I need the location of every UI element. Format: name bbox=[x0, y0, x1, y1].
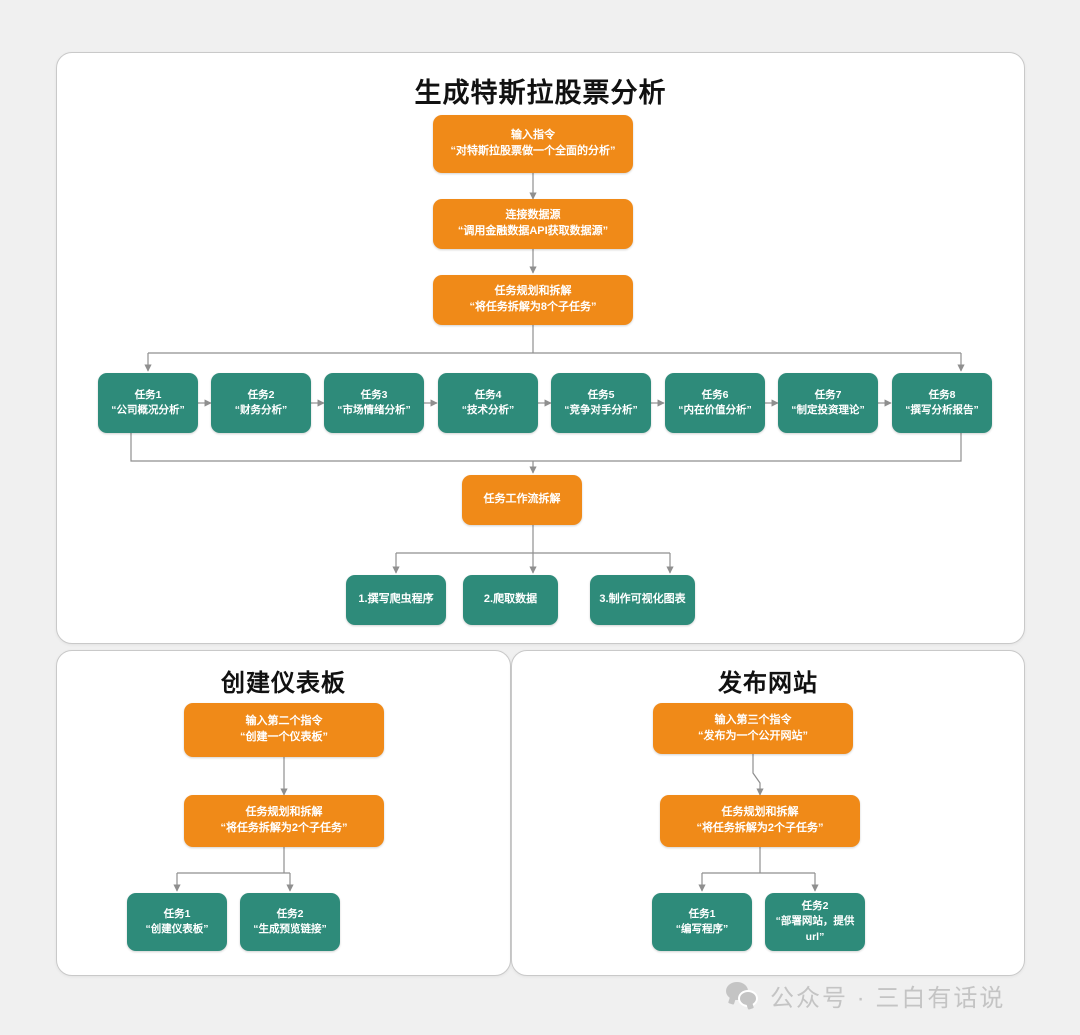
node-workflow-decomposition[interactable]: 任务工作流拆解 bbox=[462, 475, 582, 525]
watermark-text: 公众号 · 三白有话说 bbox=[770, 985, 1006, 1012]
node-task-7[interactable]: 任务7 “制定投资理论” bbox=[778, 373, 878, 433]
panel-publish-website: 发布网站 输入第三个指令 “发布为一个公开网站” 任务规划和拆解 “将任务拆解为… bbox=[511, 650, 1025, 976]
panel-stock-analysis: 生成特斯拉股票分析 bbox=[56, 52, 1025, 644]
node-dashboard-task-2[interactable]: 任务2 “生成预览链接” bbox=[240, 893, 340, 951]
node-workflow-step-3[interactable]: 3.制作可视化图表 bbox=[590, 575, 695, 625]
panel-title-publish-website: 发布网站 bbox=[718, 670, 818, 697]
node-dashboard-task-1[interactable]: 任务1 “创建仪表板” bbox=[127, 893, 227, 951]
node-task-5[interactable]: 任务5 “竞争对手分析” bbox=[551, 373, 651, 433]
panel-title-stock-analysis: 生成特斯拉股票分析 bbox=[414, 78, 667, 108]
node-workflow-step-1[interactable]: 1.撰写爬虫程序 bbox=[346, 575, 446, 625]
node-task-1[interactable]: 任务1 “公司概况分析” bbox=[98, 373, 198, 433]
watermark: 公众号 · 三白有话说 bbox=[726, 978, 1005, 1013]
node-connect-datasource[interactable]: 连接数据源 “调用金融数据API获取数据源” bbox=[433, 199, 633, 249]
node-publish-input-instruction[interactable]: 输入第三个指令 “发布为一个公开网站” bbox=[653, 703, 853, 754]
node-dashboard-input-instruction[interactable]: 输入第二个指令 “创建一个仪表板” bbox=[184, 703, 384, 757]
node-publish-task-2[interactable]: 任务2 “部署网站，提供url” bbox=[765, 893, 865, 951]
node-publish-task-planning[interactable]: 任务规划和拆解 “将任务拆解为2个子任务” bbox=[660, 795, 860, 847]
wechat-icon bbox=[726, 981, 760, 1010]
node-task-4[interactable]: 任务4 “技术分析” bbox=[438, 373, 538, 433]
panel-title-create-dashboard: 创建仪表板 bbox=[221, 670, 346, 697]
panel-create-dashboard: 创建仪表板 输入第二个指令 “创建一个仪表板” 任务规划和拆解 “将任务拆解为2… bbox=[56, 650, 511, 976]
node-task-planning[interactable]: 任务规划和拆解 “将任务拆解为8个子任务” bbox=[433, 275, 633, 325]
node-task-3[interactable]: 任务3 “市场情绪分析” bbox=[324, 373, 424, 433]
node-dashboard-task-planning[interactable]: 任务规划和拆解 “将任务拆解为2个子任务” bbox=[184, 795, 384, 847]
node-task-8[interactable]: 任务8 “撰写分析报告” bbox=[892, 373, 992, 433]
node-task-6[interactable]: 任务6 “内在价值分析” bbox=[665, 373, 765, 433]
node-input-instruction[interactable]: 输入指令 “对特斯拉股票做一个全面的分析” bbox=[433, 115, 633, 173]
node-workflow-step-2[interactable]: 2.爬取数据 bbox=[463, 575, 558, 625]
node-publish-task-1[interactable]: 任务1 “编写程序” bbox=[652, 893, 752, 951]
node-task-2[interactable]: 任务2 “财务分析” bbox=[211, 373, 311, 433]
